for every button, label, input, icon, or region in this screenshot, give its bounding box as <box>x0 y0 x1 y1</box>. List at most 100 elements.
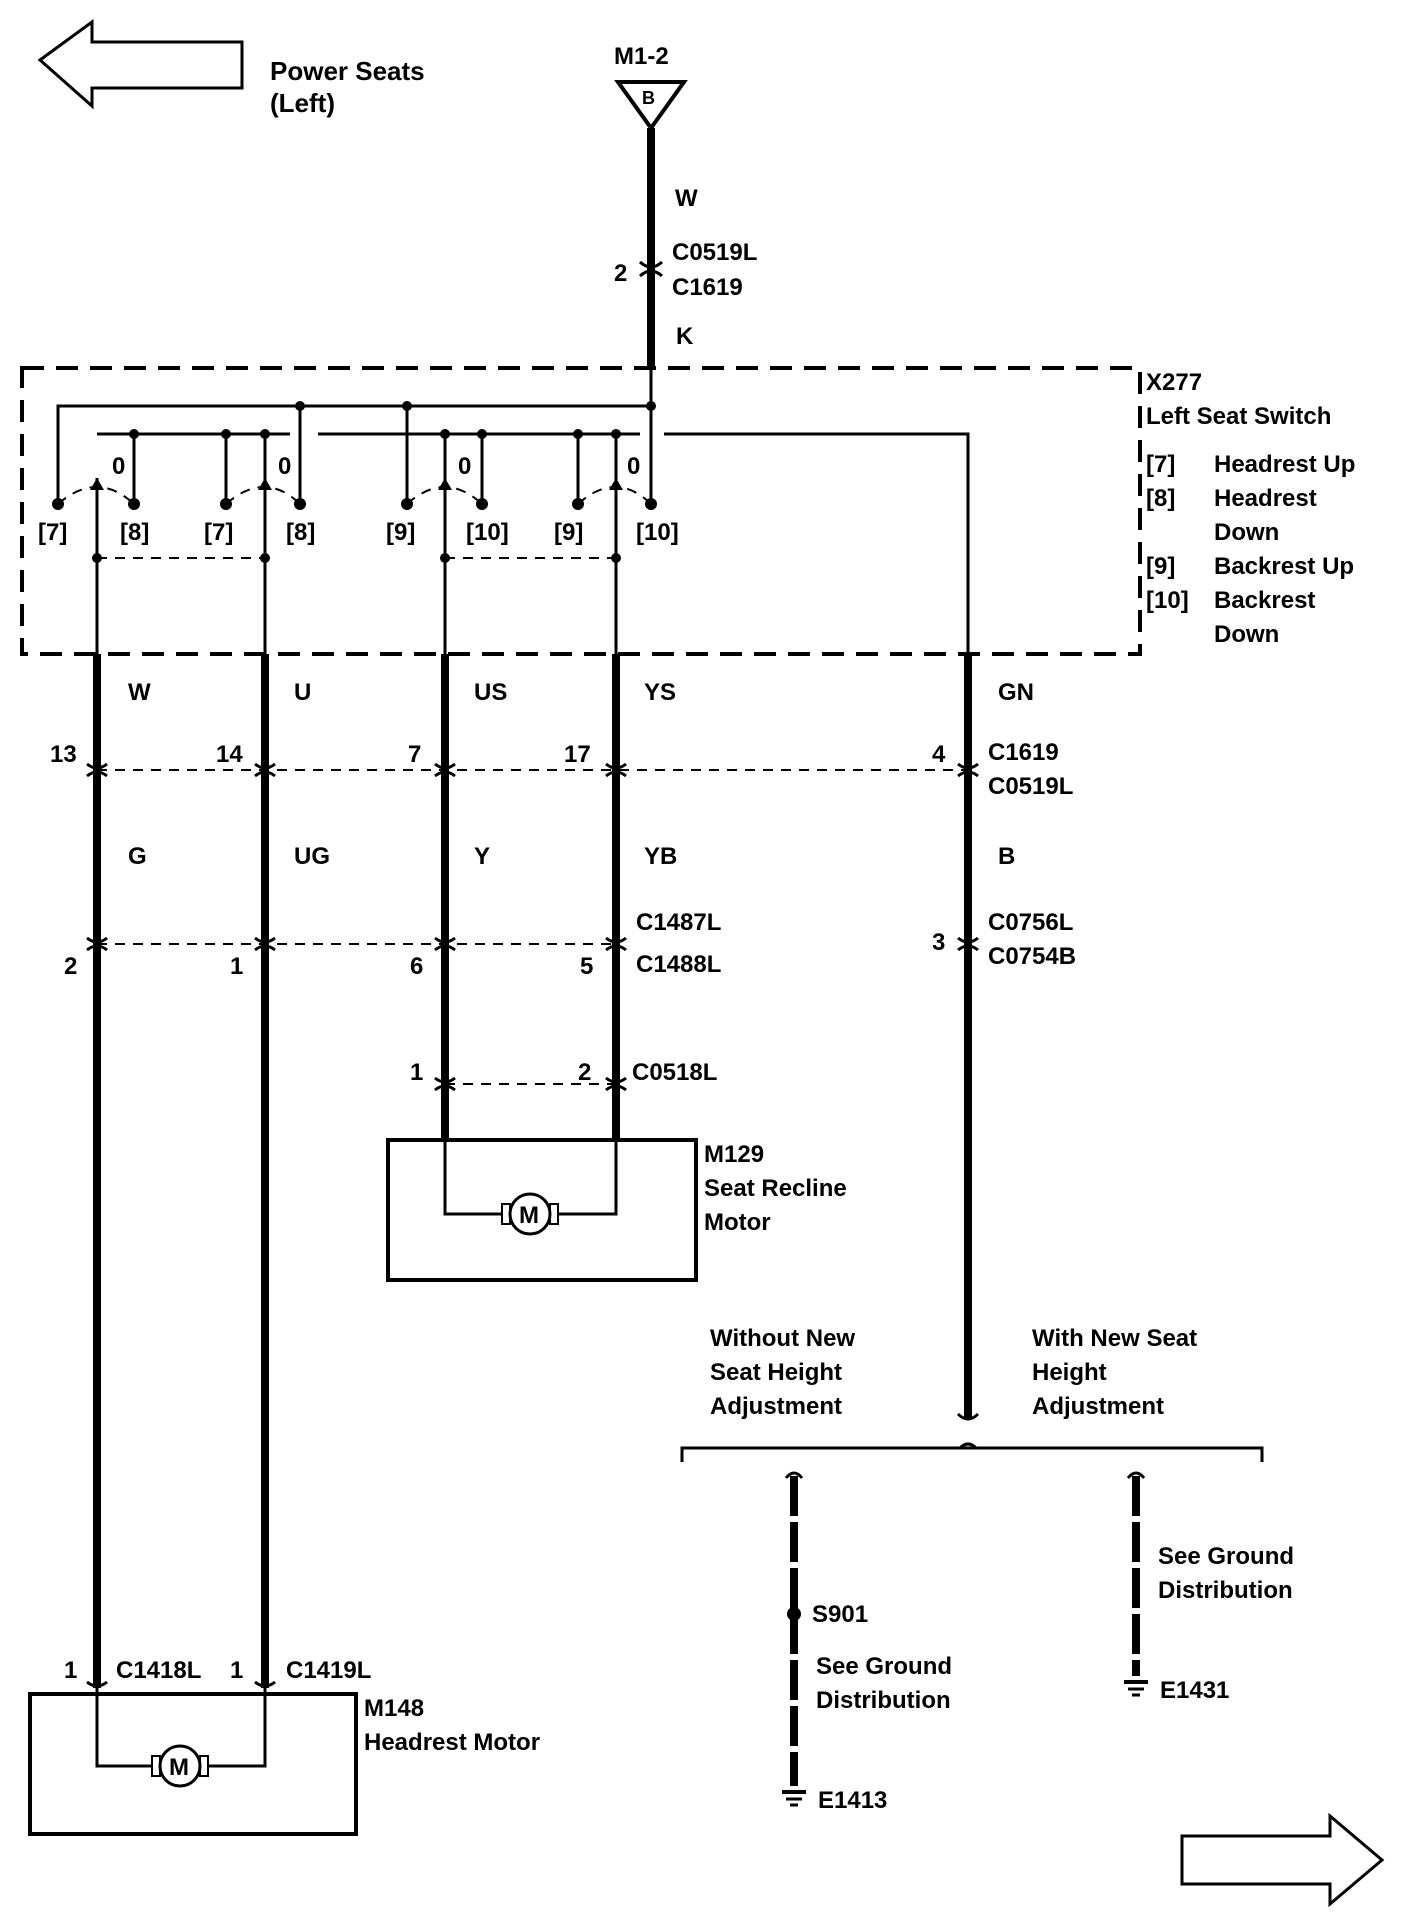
mid-connector-marks <box>86 936 979 952</box>
legend-key-8: [8] <box>1146 485 1175 512</box>
recline-motor-name-1: Seat Recline <box>704 1175 847 1202</box>
contact-label-5: [9] <box>386 519 415 546</box>
ground-right-id: E1431 <box>1160 1677 1229 1704</box>
recline-connector-name: C0518L <box>632 1059 717 1086</box>
feed-wire-color-bottom: K <box>676 323 694 350</box>
legend-key-10: [10] <box>1146 587 1189 614</box>
legend-key-7: [7] <box>1146 451 1175 478</box>
variant-without-2: Seat Height <box>710 1359 842 1386</box>
headrest-motor-symbol: M <box>169 1754 189 1781</box>
wire-color-ug: UG <box>294 843 330 870</box>
legend-desc-10-line1: Backrest <box>1214 587 1315 614</box>
variant-bracket <box>680 1446 1264 1462</box>
pin-17: 17 <box>564 741 591 768</box>
upper-connector-marks <box>86 762 979 778</box>
feed-connector-icon <box>638 260 664 278</box>
contact-label-1: [7] <box>38 519 67 546</box>
switch-ground-return <box>664 432 970 654</box>
wire-color-g: G <box>128 843 147 870</box>
pin-7: 7 <box>408 741 421 768</box>
contact-label-2: [8] <box>120 519 149 546</box>
ground-left-ref-2: Distribution <box>816 1687 951 1714</box>
mid-pin-6: 6 <box>410 953 423 980</box>
headrest-motor-icon <box>151 1744 209 1788</box>
mid-pin-2: 2 <box>64 953 77 980</box>
prev-page-arrow[interactable] <box>37 19 244 110</box>
headrest-pin-a: 1 <box>64 1657 77 1684</box>
pin-14: 14 <box>216 741 243 768</box>
switch-id: X277 <box>1146 369 1202 396</box>
mid-pin-5: 5 <box>580 953 593 980</box>
switch-name: Left Seat Switch <box>1146 403 1331 430</box>
contact-label-7: [9] <box>554 519 583 546</box>
ground-left-ref-1: See Ground <box>816 1653 952 1680</box>
contact-label-6: [10] <box>466 519 509 546</box>
headrest-motor-name: Headrest Motor <box>364 1729 540 1756</box>
contact-label-3: [7] <box>204 519 233 546</box>
prev-page-label-1: Power Seats <box>270 56 425 86</box>
legend-desc-8-line2: Down <box>1214 519 1279 546</box>
ground-right-ref-2: Distribution <box>1158 1577 1293 1604</box>
headrest-connector-a: C1418L <box>116 1657 201 1684</box>
variant-without-3: Adjustment <box>710 1393 842 1420</box>
prev-page-label-2: (Left) <box>270 88 335 118</box>
wire-color-ys: YS <box>644 679 676 706</box>
switch-legend: [7] Headrest Up [8] Headrest Down [9] Ba… <box>1146 451 1355 648</box>
switch-internals <box>52 368 970 654</box>
recline-motor-id: M129 <box>704 1141 764 1168</box>
wire-color-gn: GN <box>998 679 1034 706</box>
wire-color-b: B <box>998 843 1015 870</box>
recline-motor-icon <box>501 1192 559 1236</box>
legend-desc-7: Headrest Up <box>1214 451 1355 478</box>
splice-id: S901 <box>812 1601 868 1628</box>
legend-desc-8-line1: Headrest <box>1214 485 1317 512</box>
wire-color-u: U <box>294 679 311 706</box>
legend-key-9: [9] <box>1146 553 1175 580</box>
variant-with-1: With New Seat <box>1032 1325 1197 1352</box>
switch-supply-bus <box>56 404 651 504</box>
off-label-2: 0 <box>278 453 291 480</box>
ground-connector-a: C0756L <box>988 909 1073 936</box>
wire-color-us: US <box>474 679 507 706</box>
source-symbol: B <box>642 88 655 108</box>
off-label-4: 0 <box>627 453 640 480</box>
recline-pin-2: 2 <box>578 1059 591 1086</box>
recline-motor-name-2: Motor <box>704 1209 771 1236</box>
legend-desc-9: Backrest Up <box>1214 553 1354 580</box>
off-label-1: 0 <box>112 453 125 480</box>
variant-without-1: Without New <box>710 1325 855 1352</box>
legend-desc-10-line2: Down <box>1214 621 1279 648</box>
splice-dot <box>787 1607 801 1621</box>
headrest-motor-id: M148 <box>364 1695 424 1722</box>
recline-pin-1: 1 <box>410 1059 423 1086</box>
pin-4: 4 <box>932 741 946 768</box>
ground-left-id: E1413 <box>818 1787 887 1814</box>
seat-switch-box <box>20 366 1142 656</box>
variant-with-3: Adjustment <box>1032 1393 1164 1420</box>
pin-13: 13 <box>50 741 77 768</box>
source-id: M1-2 <box>614 43 669 70</box>
ground-connector-pin: 3 <box>932 929 945 956</box>
headrest-pin-b: 1 <box>230 1657 243 1684</box>
feed-pin: 2 <box>614 260 627 287</box>
mid-connector-b: C1488L <box>636 951 721 978</box>
feed-wire-color-top: W <box>675 185 698 212</box>
contact-label-4: [8] <box>286 519 315 546</box>
upper-connector-b: C0519L <box>988 773 1073 800</box>
feed-connector-a: C0519L <box>672 239 757 266</box>
variant-with-2: Height <box>1032 1359 1107 1386</box>
recline-motor-symbol: M <box>519 1202 539 1229</box>
contact-label-8: [10] <box>636 519 679 546</box>
ground-right-icon <box>1124 1680 1148 1697</box>
upper-connector-a: C1619 <box>988 739 1059 766</box>
wire-color-w: W <box>128 679 151 706</box>
next-page-arrow[interactable] <box>1180 1812 1385 1908</box>
headrest-connector-b: C1419L <box>286 1657 371 1684</box>
mid-connector-a: C1487L <box>636 909 721 936</box>
power-source-triangle-icon <box>614 80 688 132</box>
wire-color-yb: YB <box>644 843 677 870</box>
mid-pin-1: 1 <box>230 953 243 980</box>
wire-color-y: Y <box>474 843 490 870</box>
ground-right-ref-1: See Ground <box>1158 1543 1294 1570</box>
